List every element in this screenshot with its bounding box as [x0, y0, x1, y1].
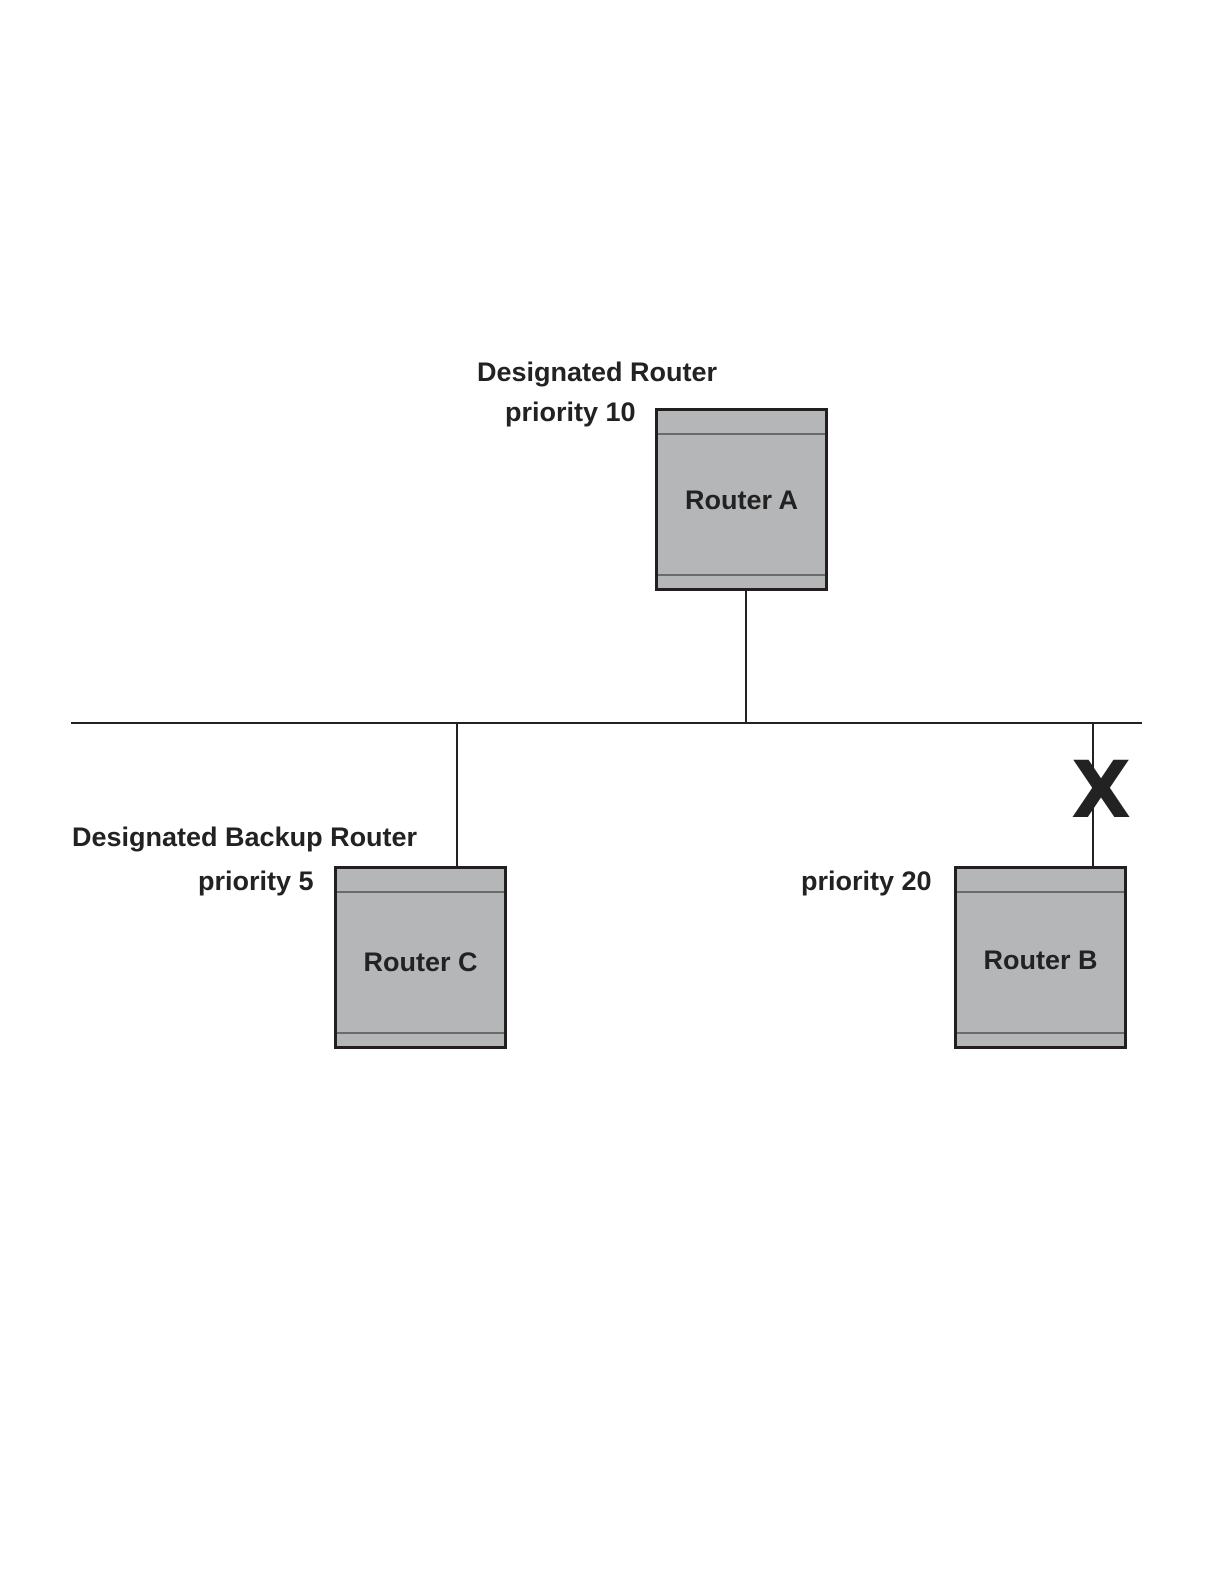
link-router-a [745, 590, 747, 723]
router-c: Router C [334, 866, 507, 1049]
link-router-c [456, 723, 458, 867]
router-b-bottom-band [957, 1032, 1124, 1034]
router-a-priority-label: priority 10 [505, 399, 636, 426]
router-b-priority-label: priority 20 [801, 868, 932, 895]
router-a-bottom-band [658, 574, 825, 576]
router-a: Router A [655, 408, 828, 591]
router-c-top-band [337, 891, 504, 893]
router-b-label: Router B [957, 945, 1124, 976]
router-c-label: Router C [337, 947, 504, 978]
router-c-bottom-band [337, 1032, 504, 1034]
router-b: Router B [954, 866, 1127, 1049]
link-failure-x-mark: X [1071, 752, 1131, 830]
router-a-role-label: Designated Router [477, 359, 717, 386]
router-b-top-band [957, 891, 1124, 893]
router-c-role-label: Designated Backup Router [72, 824, 417, 851]
router-a-label: Router A [658, 485, 825, 516]
network-bus [71, 722, 1142, 724]
router-c-priority-label: priority 5 [198, 868, 314, 895]
router-a-top-band [658, 433, 825, 435]
